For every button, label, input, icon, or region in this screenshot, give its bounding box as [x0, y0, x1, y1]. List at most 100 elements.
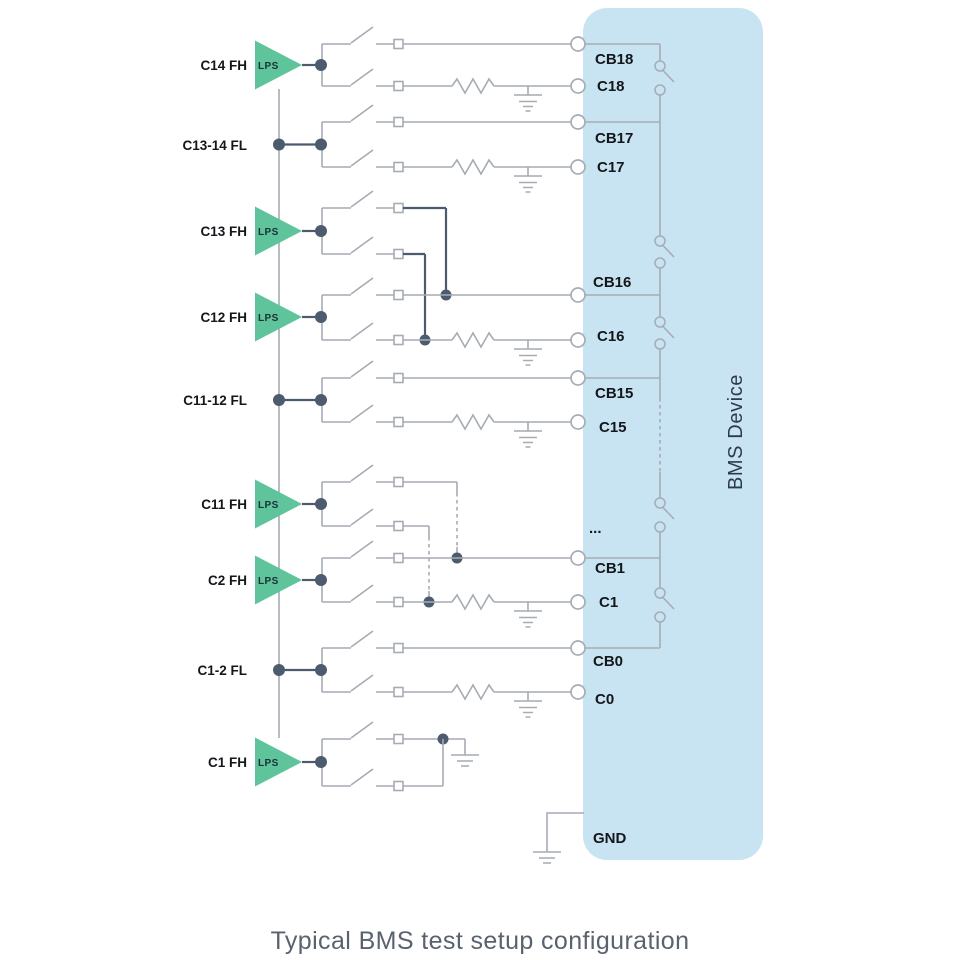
c14-fh-node-dot	[315, 59, 327, 71]
terminal-label-c1: C1	[599, 594, 618, 611]
c11-12-fl-bot-connector-square	[393, 416, 404, 428]
c1-2-fl-bus-dot	[273, 664, 285, 676]
channel-label-c11-12-fl: C11-12 FL	[183, 393, 247, 408]
c2-fh-bot-capacitor-ground	[514, 602, 542, 628]
c13-fh-lps-buffer-triangle	[255, 206, 302, 256]
c11-fh-top-connector-square	[393, 476, 404, 488]
c13-fh-top-switch-blade	[350, 190, 374, 208]
wiring-layer	[255, 26, 675, 864]
c11-12-fl-bot-capacitor-ground	[514, 422, 542, 448]
balancing-switch-contact	[654, 521, 666, 533]
c12-fh-top-connector-square	[393, 289, 404, 301]
balancing-switch-contact	[654, 316, 666, 328]
balancing-switch-blade	[661, 244, 675, 258]
terminal-circle-6	[570, 370, 586, 386]
terminal-circle-9	[570, 594, 586, 610]
terminal-circle-5	[570, 332, 586, 348]
balancing-switch-blade	[661, 69, 675, 83]
diagram-caption: Typical BMS test setup configuration	[271, 927, 690, 955]
c13-14-fl-bot-switch-blade	[350, 149, 374, 167]
balancing-switch-blade	[661, 506, 675, 520]
balancing-switch-contact	[654, 338, 666, 350]
balancing-switch-contact	[654, 497, 666, 509]
c13-14-fl-node-dot	[315, 138, 327, 151]
lps-label: LPS	[258, 313, 279, 324]
c2-fh-node-dot	[315, 574, 327, 586]
c14-fh-bot-capacitor-ground	[514, 86, 542, 112]
terminal-circle-7	[570, 414, 586, 430]
terminal-label-cb17: CB17	[595, 130, 633, 147]
c12-fh-bot-connector-square	[393, 334, 404, 346]
terminal-circle-4	[570, 287, 586, 303]
terminal-label-c17: C17	[597, 159, 625, 176]
c2-fh-top-connector-square	[393, 552, 404, 564]
c1-fh-top-switch-blade	[350, 721, 374, 739]
c1-2-fl-top-connector-square	[393, 642, 404, 654]
balancing-switch-contact	[654, 60, 666, 72]
channel-label-c12-fh: C12 FH	[200, 310, 247, 325]
c2-fh-top-switch-blade	[350, 540, 374, 558]
terminal-circle-0	[570, 36, 586, 52]
terminal-label-cb16: CB16	[593, 274, 631, 291]
c14-fh-lps-buffer-triangle	[255, 40, 302, 90]
balancing-switch-contact	[654, 257, 666, 269]
c13-fh-bot-connector-square	[393, 248, 404, 260]
terminal-circle-8	[570, 550, 586, 566]
c1-2-fl-bot-connector-square	[393, 686, 404, 698]
channel-label-c1-fh: C1 FH	[208, 755, 247, 770]
c11-12-fl-bot-switch-blade	[350, 404, 374, 422]
c12-fh-top-switch-blade	[350, 277, 374, 295]
c14-fh-bot-switch-blade	[350, 68, 374, 86]
c11-fh-bot-jumper	[403, 525, 430, 537]
c11-fh-lps-buffer-triangle	[255, 479, 302, 529]
balancing-switch-contact	[654, 611, 666, 623]
c1-fh-bot-switch-blade	[350, 768, 374, 786]
c11-12-fl-bus-dot	[273, 394, 285, 406]
balancing-switch-blade	[661, 325, 675, 339]
terminal-label-cb0: CB0	[593, 653, 623, 670]
c13-14-fl-bot-resistor	[451, 158, 495, 176]
terminal-label-c15: C15	[599, 419, 627, 436]
c12-fh-bot-resistor	[451, 331, 495, 349]
c1-2-fl-top-switch-blade	[350, 630, 374, 648]
c11-fh-node-dot	[315, 498, 327, 510]
terminal-circle-3	[570, 159, 586, 175]
c11-fh-top-switch-blade	[350, 464, 374, 482]
bms-device-box	[583, 8, 763, 860]
terminal-label-cb18: CB18	[595, 51, 633, 68]
terminal-label-cb15: CB15	[595, 385, 633, 402]
channel-label-c13-14-fl: C13-14 FL	[182, 138, 247, 153]
c14-fh-bot-connector-square	[393, 80, 404, 92]
c13-fh-top-connector-square	[393, 202, 404, 214]
terminal-label-c18: C18	[597, 78, 625, 95]
c2-fh-bot-switch-blade	[350, 584, 374, 602]
lps-label: LPS	[258, 227, 279, 238]
terminal-label-c16: C16	[597, 328, 625, 345]
lps-label: LPS	[258, 500, 279, 511]
balancing-switch-blade	[661, 596, 675, 610]
c13-fh-bot-jumper	[403, 252, 427, 340]
channel-label-c11-fh: C11 FH	[201, 497, 247, 512]
c11-12-fl-bot-resistor	[451, 413, 495, 431]
c12-fh-lps-buffer-triangle	[255, 292, 302, 342]
c11-12-fl-node-dot	[315, 394, 327, 406]
c11-12-fl-top-switch-blade	[350, 360, 374, 378]
c13-14-fl-bus-dot	[273, 138, 285, 151]
c12-fh-bot-switch-blade	[350, 322, 374, 340]
c1-fh-top-earth-ground	[451, 754, 479, 767]
c1-fh-lps-buffer-triangle	[255, 737, 302, 787]
c1-fh-top-wire	[403, 738, 466, 755]
c13-fh-bot-switch-blade	[350, 236, 374, 254]
channel-label-c13-fh: C13 FH	[200, 224, 247, 239]
c2-fh-bot-connector-square	[393, 596, 404, 608]
terminal-circle-10	[570, 640, 586, 656]
c1-fh-node-dot	[315, 756, 327, 768]
c1-fh-bot-connector-square	[393, 780, 404, 792]
c11-12-fl-top-connector-square	[393, 372, 404, 384]
c13-14-fl-top-switch-blade	[350, 104, 374, 122]
c13-14-fl-bot-capacitor-ground	[514, 167, 542, 193]
terminal-circle-11	[570, 684, 586, 700]
balancing-switch-contact	[654, 587, 666, 599]
bms-device-label: BMS Device	[725, 374, 747, 490]
